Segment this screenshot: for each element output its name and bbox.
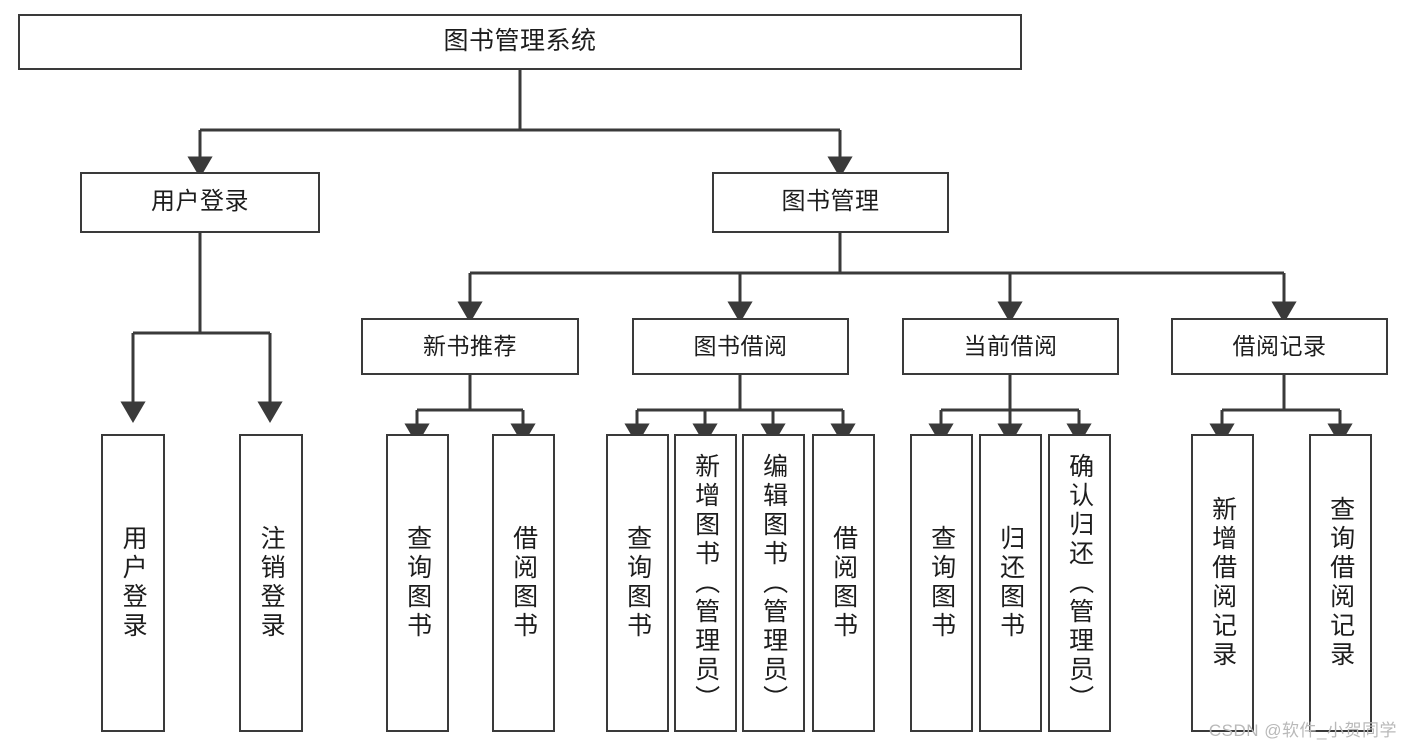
node-borrow-record[interactable]: 借阅记录 xyxy=(1171,318,1388,375)
node-label: 查询借阅记录 xyxy=(1326,496,1355,670)
node-current-borrow[interactable]: 当前借阅 xyxy=(902,318,1119,375)
watermark-text: CSDN @软件_小贺同学 xyxy=(1208,721,1397,740)
node-label: 借阅记录 xyxy=(1232,332,1327,359)
node-label: 新书推荐 xyxy=(423,332,517,359)
leaf-book-borrow-edit-book-admin[interactable]: 编辑图书（管理员） xyxy=(742,434,805,732)
node-label: 图书管理 xyxy=(781,188,880,216)
leaf-new-book-query-book[interactable]: 查询图书 xyxy=(386,434,449,732)
node-label: 借阅图书 xyxy=(829,525,858,641)
leaf-new-book-borrow-book[interactable]: 借阅图书 xyxy=(492,434,555,732)
node-label: 归还图书 xyxy=(996,525,1025,641)
leaf-current-borrow-return-book[interactable]: 归还图书 xyxy=(979,434,1042,732)
node-label: 查询图书 xyxy=(623,525,652,641)
node-label: 新增图书（管理员） xyxy=(691,452,720,714)
node-label: 当前借阅 xyxy=(963,332,1058,359)
leaf-book-borrow-borrow-book[interactable]: 借阅图书 xyxy=(812,434,875,732)
leaf-current-borrow-query-book[interactable]: 查询图书 xyxy=(910,434,973,732)
node-label: 图书管理系统 xyxy=(443,27,597,56)
node-root-book-management-system[interactable]: 图书管理系统 xyxy=(18,14,1022,70)
node-label: 用户登录 xyxy=(151,188,249,216)
node-user-login[interactable]: 用户登录 xyxy=(80,172,320,233)
leaf-book-borrow-add-book-admin[interactable]: 新增图书（管理员） xyxy=(674,434,737,732)
leaf-user-login-login[interactable]: 用户登录 xyxy=(101,434,165,732)
node-label: 查询图书 xyxy=(403,525,432,641)
node-label: 图书借阅 xyxy=(693,332,788,359)
node-label: 确认归还（管理员） xyxy=(1065,452,1094,714)
node-label: 注销登录 xyxy=(257,525,286,641)
node-label: 用户登录 xyxy=(119,525,148,641)
node-new-book-recommend[interactable]: 新书推荐 xyxy=(361,318,579,375)
node-label: 编辑图书（管理员） xyxy=(759,452,788,714)
node-label: 查询图书 xyxy=(927,525,956,641)
node-book-borrow[interactable]: 图书借阅 xyxy=(632,318,849,375)
leaf-current-borrow-confirm-return-admin[interactable]: 确认归还（管理员） xyxy=(1048,434,1111,732)
node-book-management[interactable]: 图书管理 xyxy=(712,172,949,233)
leaf-borrow-record-query-record[interactable]: 查询借阅记录 xyxy=(1309,434,1372,732)
leaf-borrow-record-add-record[interactable]: 新增借阅记录 xyxy=(1191,434,1254,732)
leaf-book-borrow-query-book[interactable]: 查询图书 xyxy=(606,434,669,732)
leaf-user-login-logout[interactable]: 注销登录 xyxy=(239,434,303,732)
node-label: 借阅图书 xyxy=(509,525,538,641)
node-label: 新增借阅记录 xyxy=(1208,496,1237,670)
